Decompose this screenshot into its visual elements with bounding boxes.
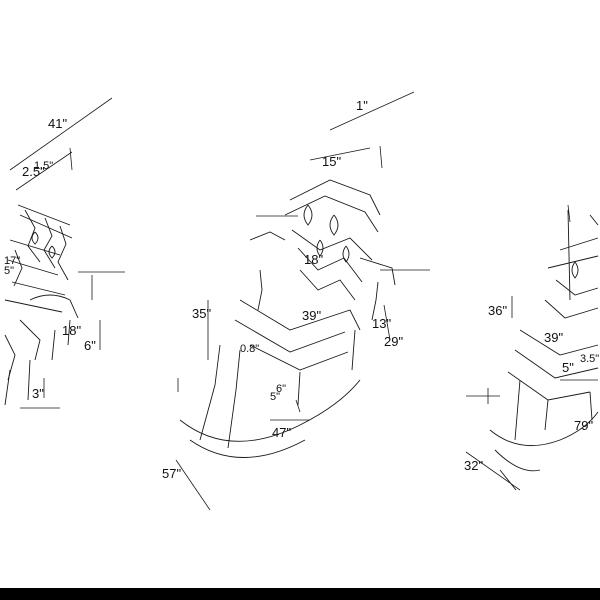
dim-label: 41" [48,116,67,131]
center-view: 1" 15" 18" 35" 0.8" 39" 13" 29" 6" 5" 47… [162,91,430,511]
dim-label: 0.8" [240,343,259,355]
dim-label: 15" [322,154,341,169]
dim-label: 17" [4,255,20,267]
center-view-furniture-sketch [179,179,396,458]
dim-label: 36" [488,303,507,318]
dim-label: 6" [276,383,286,395]
dim-label: 47" [272,425,291,440]
dim-label: 5" [562,360,574,375]
center-view-dimension-lines [175,91,430,511]
dim-label: 35" [192,306,211,321]
dim-label: 1" [356,98,368,113]
left-view-furniture-sketch [4,204,79,406]
dim-label: 57" [162,466,181,481]
right-view-furniture-sketch [489,209,599,491]
dim-label: 5" [270,391,280,403]
left-view: 41" 2.5" 1.5" 17" 5" 18" 6" 3" [4,97,125,409]
bottom-bar [0,588,600,600]
dim-label: 29" [384,334,403,349]
right-view-dimension-lines [465,204,598,491]
dim-label: 39" [302,308,321,323]
dim-label: 32" [464,458,483,473]
left-view-dimension-lines [9,97,125,409]
right-view-dimension-labels: 36" 39" 5" 3.5" 79" 32" [464,303,599,473]
dim-label: 3.5" [580,353,599,365]
dim-label: 2.5" [22,164,45,179]
dim-label: 5" [4,265,14,277]
center-view-dimension-labels: 1" 15" 18" 35" 0.8" 39" 13" 29" 6" 5" 47… [162,98,403,481]
dim-label: 18" [304,252,323,267]
dim-label: 6" [84,338,96,353]
left-view-dimension-labels: 41" 2.5" 1.5" 17" 5" 18" 6" 3" [4,116,96,401]
dim-label: 39" [544,330,563,345]
dim-label: 79" [574,418,593,433]
right-view: 36" 39" 5" 3.5" 79" 32" [464,204,599,491]
dim-label: 18" [62,323,81,338]
dim-label: 3" [32,386,44,401]
dim-label: 1.5" [34,160,53,172]
dim-label: 13" [372,316,391,331]
